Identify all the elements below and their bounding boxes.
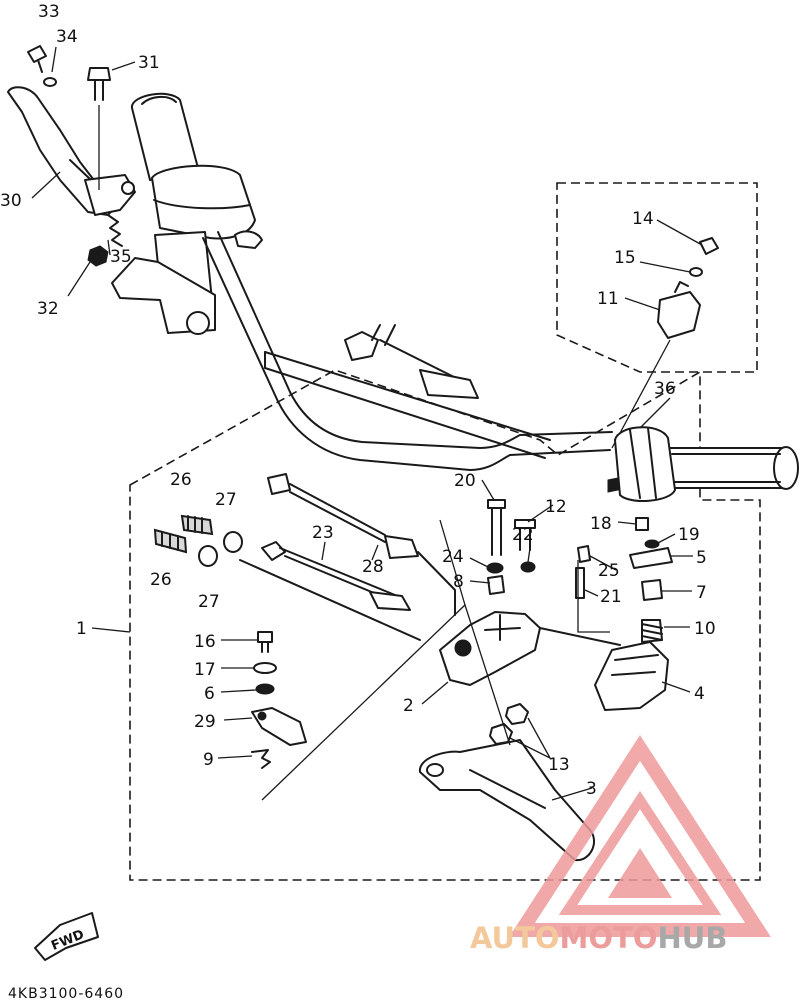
left-lever-group <box>7 45 136 267</box>
center-hardware <box>486 499 536 595</box>
callout-7: 7 <box>696 583 707 603</box>
callout-11: 11 <box>597 289 619 309</box>
choke-cable <box>344 324 479 399</box>
brake-switch-4 <box>594 641 669 711</box>
right-switch-housing <box>607 426 676 502</box>
callout-30: 30 <box>0 191 22 211</box>
left-clamp-housing <box>151 164 256 240</box>
lever-holder-2 <box>439 611 621 686</box>
callout-3: 3 <box>586 779 597 799</box>
callout-22: 22 <box>512 525 534 545</box>
watermark: AUTOMOTOHUB <box>470 735 771 955</box>
callout-34: 34 <box>56 27 78 47</box>
callout-33: 33 <box>38 2 60 22</box>
watermark-logo <box>509 735 771 937</box>
handlebar <box>111 92 799 490</box>
callout-9: 9 <box>203 750 214 770</box>
left-mount-base <box>111 257 216 334</box>
callout-35: 35 <box>110 247 132 267</box>
adjusters-26-27 <box>153 514 243 567</box>
boundary-switch-assembly <box>556 182 758 373</box>
callout-15: 15 <box>614 248 636 268</box>
switch-11 <box>657 291 701 339</box>
bar-tube-lower <box>217 231 613 449</box>
assembly-leaders <box>261 519 610 801</box>
callout-24: 24 <box>442 547 464 567</box>
callout-26-bottom: 26 <box>150 570 172 590</box>
callout-19: 19 <box>678 525 700 545</box>
watermark-hub: HUB <box>658 921 728 955</box>
callout-8: 8 <box>453 572 464 592</box>
callout-10: 10 <box>694 619 716 639</box>
callout-27-top: 27 <box>215 490 237 510</box>
callout-20: 20 <box>454 471 476 491</box>
callout-25: 25 <box>598 561 620 581</box>
nuts-13 <box>489 703 529 745</box>
switch-assembly-parts <box>611 237 719 449</box>
watermark-auto: AUTO <box>470 921 560 955</box>
callout-23: 23 <box>312 523 334 543</box>
callout-12: 12 <box>545 497 567 517</box>
callout-27-bottom: 27 <box>198 592 220 612</box>
callout-36: 36 <box>654 379 676 399</box>
callout-21: 21 <box>600 587 622 607</box>
callout-16: 16 <box>194 632 216 652</box>
watermark-text: AUTOMOTOHUB <box>470 921 727 955</box>
lever-bracket <box>84 174 136 216</box>
bar-tube-upper <box>202 237 611 471</box>
callout-4: 4 <box>694 684 705 704</box>
callout-numbers: 33 34 31 30 35 32 14 15 11 36 26 27 26 2… <box>0 2 716 799</box>
callout-6: 6 <box>204 684 215 704</box>
callout-13: 13 <box>548 755 570 775</box>
callout-14: 14 <box>632 209 654 229</box>
callout-17: 17 <box>194 660 216 680</box>
fwd-arrow: FWD <box>34 912 99 961</box>
cables <box>239 473 456 641</box>
lever-holder <box>439 611 541 686</box>
small-parts-left <box>251 631 307 769</box>
callout-18: 18 <box>590 514 612 534</box>
callout-26-top: 26 <box>170 470 192 490</box>
left-grip <box>131 92 199 181</box>
callout-leaders <box>31 46 703 801</box>
callout-32: 32 <box>37 299 59 319</box>
switch-housing-36 <box>614 426 676 502</box>
callout-2: 2 <box>403 696 414 716</box>
part-code: 4KB3100-6460 <box>8 986 124 1002</box>
brake-switch-parts <box>575 517 673 711</box>
watermark-moto: MOTO <box>560 921 658 955</box>
callout-1: 1 <box>76 619 87 639</box>
callout-31: 31 <box>138 53 160 73</box>
callout-5: 5 <box>696 548 707 568</box>
callout-29: 29 <box>194 712 216 732</box>
callout-28: 28 <box>362 557 384 577</box>
